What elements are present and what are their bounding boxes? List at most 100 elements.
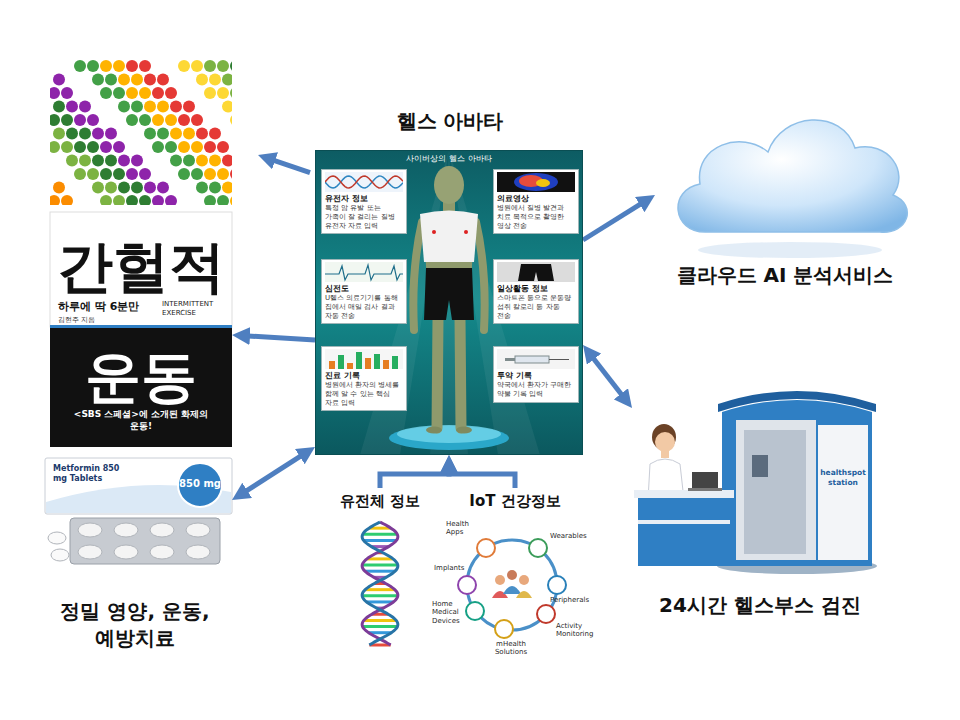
- fruit-picture: [204, 114, 216, 126]
- fruit-picture: [66, 182, 78, 194]
- fruit-picture: [131, 182, 143, 194]
- fruit-picture: [157, 128, 169, 140]
- avatar-illustration: [434, 166, 464, 204]
- fruit-picture: [92, 182, 104, 194]
- fruit-picture: [152, 168, 164, 180]
- fruit-picture: [178, 87, 190, 99]
- avatar-illustration: [315, 150, 583, 455]
- dna-picture: [363, 539, 396, 542]
- avatar-illustration: [476, 222, 485, 330]
- fruit-picture: [113, 195, 125, 205]
- fruit-picture: [230, 195, 232, 205]
- fruit-picture: [152, 87, 164, 99]
- iot-picture: [467, 540, 557, 630]
- fruit-picture: [131, 74, 143, 86]
- dna-picture: [365, 588, 395, 591]
- card-picture: [392, 356, 398, 369]
- fruit-picture: [152, 60, 164, 72]
- fruit-picture: [144, 128, 156, 140]
- fruit-picture: [222, 101, 232, 113]
- fruit-picture: [170, 182, 182, 194]
- iot-picture: [503, 586, 521, 594]
- fruit-picture: [131, 101, 143, 113]
- fruit-picture: [157, 101, 169, 113]
- fruit-picture: [53, 74, 65, 86]
- fruit-picture: [126, 60, 138, 72]
- dna-picture: [362, 522, 398, 645]
- info-card: 의료영상병원에서 질병 발견과 치료 목적으로 촬영한 영상 전송: [493, 169, 579, 234]
- fruit-picture: [157, 182, 169, 194]
- fruit-picture: [178, 60, 190, 72]
- card-picture: [374, 354, 380, 369]
- fruit-picture: [183, 155, 195, 167]
- dna-picture: [362, 594, 398, 597]
- medicine-picture: [114, 545, 138, 559]
- fruit-picture: [178, 195, 190, 205]
- avatar-illustration: [437, 318, 438, 428]
- iot-info: IoT 건강정보Health AppsWearablesImplantsPeri…: [432, 488, 598, 663]
- fruit-picture: [48, 60, 247, 207]
- dna-picture: [362, 625, 397, 628]
- fruit-picture: [100, 168, 112, 180]
- drug-dose: 850 mg: [178, 478, 222, 490]
- fruit-picture: [230, 168, 232, 180]
- fruit-picture: [61, 114, 73, 126]
- cloud-picture: [698, 242, 882, 258]
- fruit-picture: [196, 128, 208, 140]
- booth-picture: [722, 400, 872, 566]
- medicine-picture: [114, 523, 138, 537]
- fruit-picture: [118, 101, 130, 113]
- iot-picture: [495, 575, 505, 585]
- card-picture: [347, 363, 353, 369]
- fruit-picture: [183, 74, 195, 86]
- book-cover: 간헐적 운동하루에 딱 6분만김현주 지음INTERMITTENT EXERCI…: [50, 212, 232, 447]
- fruit-picture: [105, 182, 117, 194]
- fruit-picture: [204, 195, 216, 205]
- book-english-title: INTERMITTENT EXERCISE: [162, 300, 228, 318]
- card-picture: [325, 262, 403, 282]
- medicine-picture: [70, 518, 220, 564]
- fruit-picture: [191, 87, 203, 99]
- book-subtitle: 하루에 딱 6분만: [58, 300, 158, 313]
- fruit-picture: [183, 128, 195, 140]
- device-label: Peripherals: [550, 596, 596, 604]
- fruit-picture: [87, 114, 99, 126]
- booth-picture: [718, 391, 876, 412]
- fruit-picture: [74, 168, 86, 180]
- fruit-picture: [209, 74, 221, 86]
- fruit-picture: [61, 168, 73, 180]
- fruit-picture: [50, 60, 232, 205]
- fruit-picture: [222, 182, 232, 194]
- medicine-picture: [186, 523, 210, 537]
- fruit-picture: [126, 114, 138, 126]
- fruit-picture: [209, 155, 221, 167]
- fruit-picture: [165, 87, 177, 99]
- fruit-picture: [66, 74, 78, 86]
- group-caption: 정밀 영양, 운동, 예방치료: [40, 598, 230, 652]
- fruit-picture: [50, 114, 60, 126]
- node-heading: IoT 건강정보: [432, 492, 598, 510]
- drug-name: Metformin 850 mg Tablets: [53, 464, 133, 484]
- connector-arrow: [590, 354, 624, 398]
- fruit-picture: [170, 101, 182, 113]
- info-card: 투약 기록약국에서 환자가 구매한 약물 기록 입력: [493, 346, 579, 403]
- iot-picture: [537, 605, 555, 623]
- card-picture: [325, 176, 403, 188]
- device-label: Implants: [434, 564, 466, 572]
- avatar-illustration: [413, 222, 422, 330]
- fruit-picture: [118, 155, 130, 167]
- avatar-illustration: [389, 426, 509, 450]
- fruit-picture: [170, 155, 182, 167]
- dna-picture: [362, 522, 398, 645]
- fruit-picture: [113, 87, 125, 99]
- card-picture: [536, 179, 550, 187]
- fruit-picture: [92, 101, 104, 113]
- info-card: 유전자 정보특정 암 유발 또는 가족이 잘 걸리는 질병 유전자 자료 입력: [321, 169, 407, 234]
- fruit-picture: [178, 114, 190, 126]
- fruit-picture: [170, 128, 182, 140]
- fruit-picture: [209, 101, 221, 113]
- fruit-picture: [50, 195, 60, 205]
- fruit-picture: [178, 168, 190, 180]
- booth-picture: [655, 432, 675, 452]
